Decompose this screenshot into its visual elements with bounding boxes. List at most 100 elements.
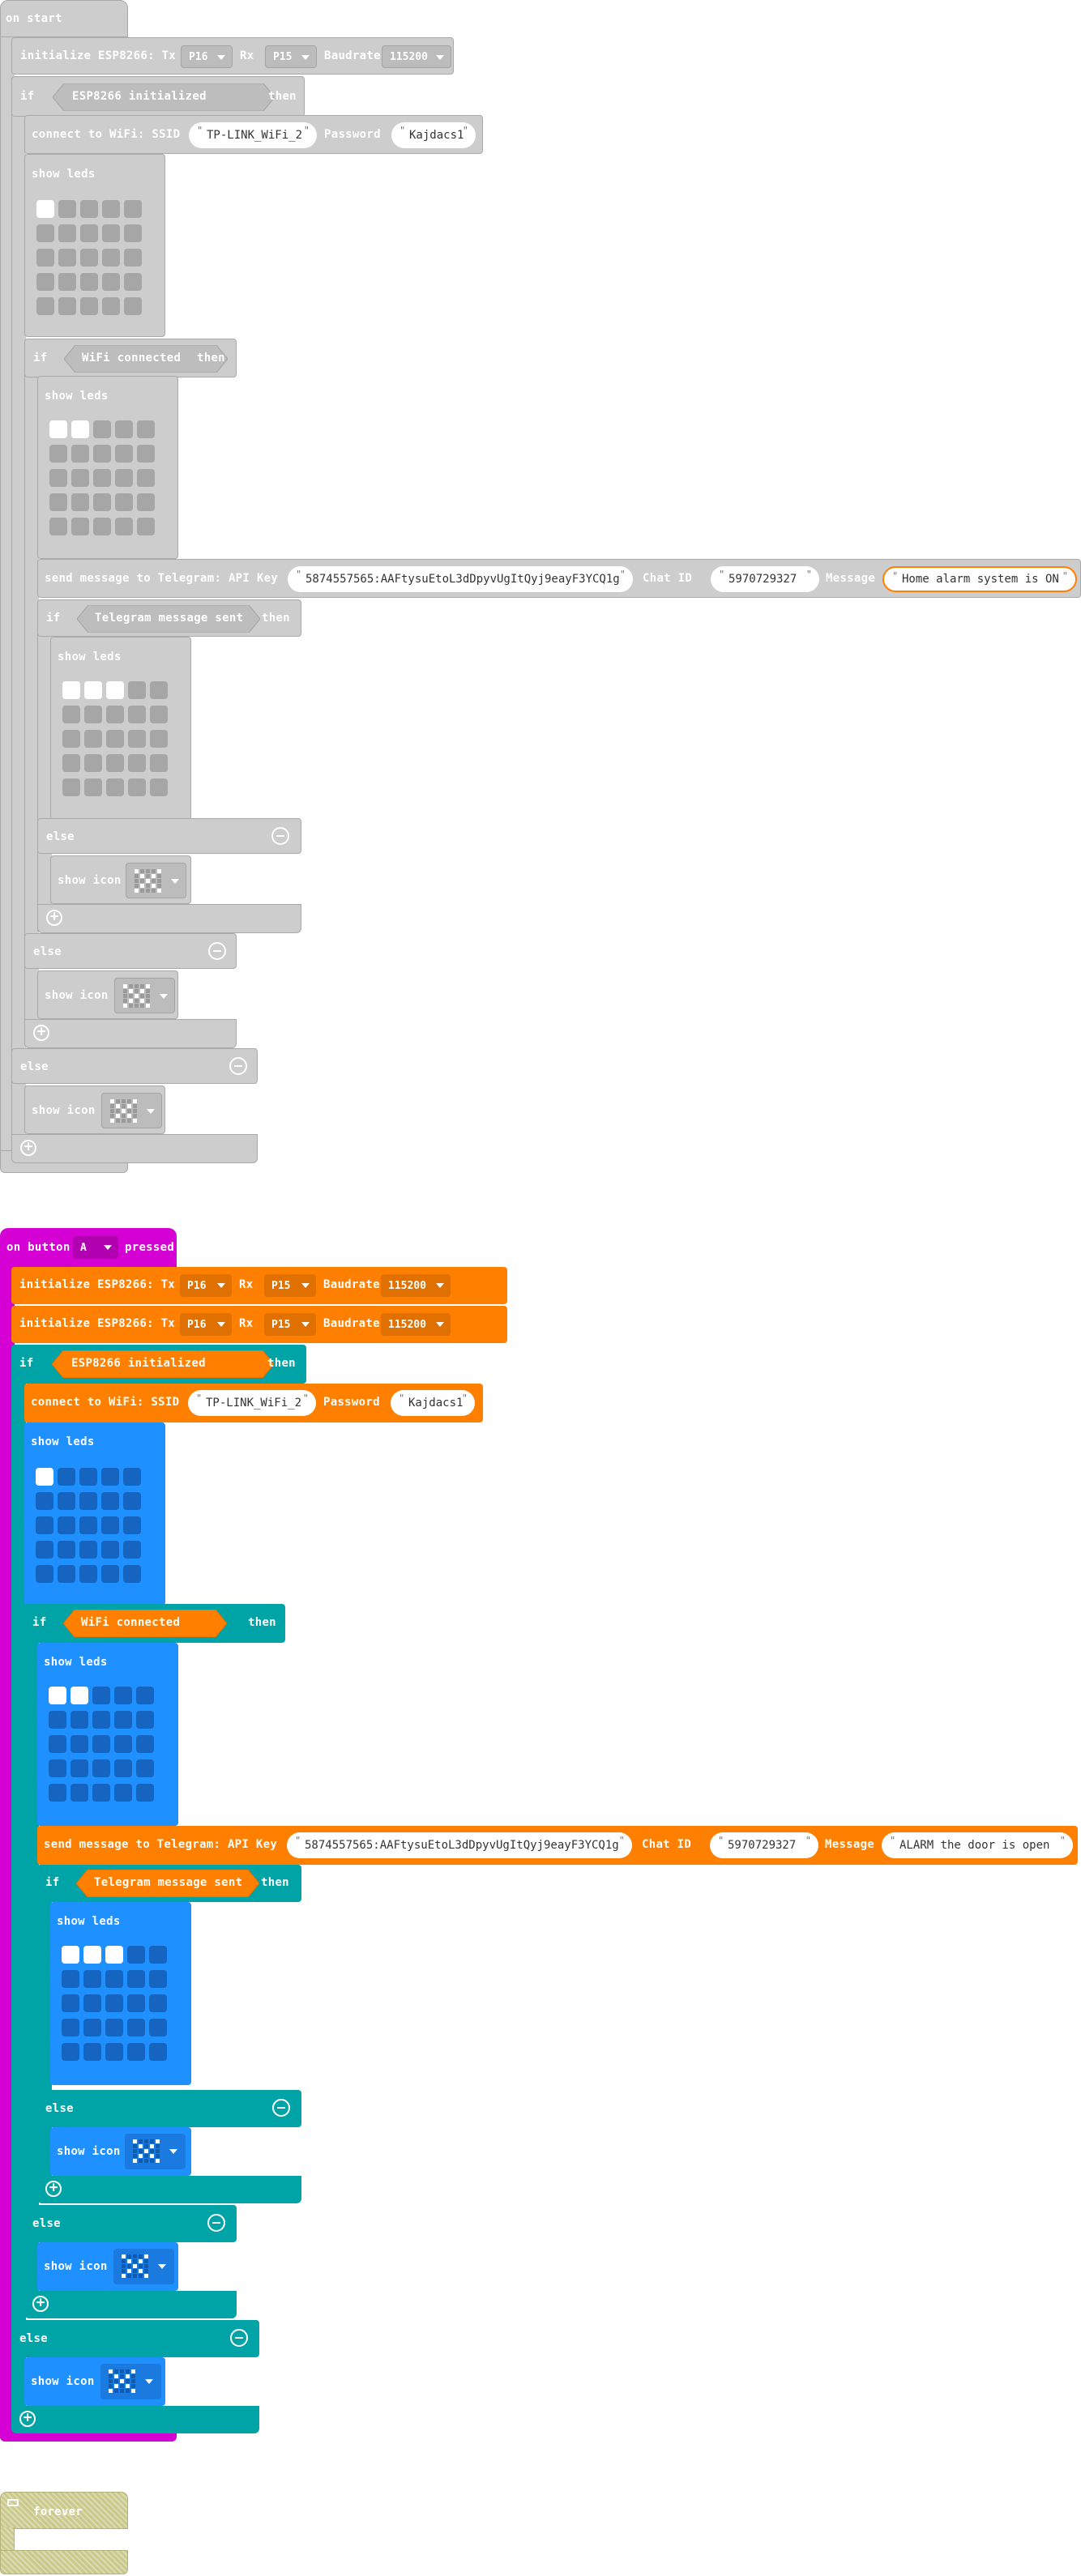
led-cell[interactable]	[62, 706, 80, 723]
led-cell[interactable]	[102, 200, 120, 218]
tx-dropdown[interactable]: P16	[180, 1313, 232, 1336]
led-cell[interactable]	[79, 1492, 97, 1510]
led-cell[interactable]	[114, 1735, 132, 1753]
plus-icon[interactable]: +	[33, 1025, 49, 1041]
message-input[interactable]: "ALARM the door is open"	[882, 1832, 1073, 1858]
led-cell[interactable]	[106, 730, 124, 748]
else-sent-header[interactable]: else	[37, 2090, 301, 2127]
plus-icon[interactable]: +	[46, 910, 62, 926]
led-cell[interactable]	[102, 224, 120, 242]
led-cell[interactable]	[93, 518, 111, 535]
if-init-header[interactable]: if ESP8266 initialized then	[11, 1345, 306, 1384]
led-cell[interactable]	[123, 1541, 141, 1559]
led-cell[interactable]	[114, 1759, 132, 1777]
led-cell[interactable]	[70, 1759, 88, 1777]
led-cell[interactable]	[124, 297, 142, 315]
led-cell[interactable]	[137, 445, 155, 463]
led-matrix[interactable]	[62, 1946, 169, 2067]
led-cell[interactable]	[149, 1970, 167, 1988]
led-cell[interactable]	[49, 1735, 66, 1753]
esp-initialized-condition[interactable]: ESP8266 initialized	[52, 1350, 274, 1378]
led-cell[interactable]	[150, 730, 168, 748]
init-block[interactable]: initialize ESP8266: Tx P16 Rx P15 Baudra…	[11, 1306, 507, 1343]
led-cell[interactable]	[58, 1565, 75, 1583]
led-cell[interactable]	[71, 469, 89, 487]
led-cell[interactable]	[36, 1541, 53, 1559]
led-cell[interactable]	[149, 2019, 167, 2036]
button-dropdown[interactable]: A	[73, 1236, 118, 1259]
led-cell[interactable]	[105, 2019, 123, 2036]
led-cell[interactable]	[106, 681, 124, 699]
message-input[interactable]: "Home alarm system is ON"	[882, 566, 1077, 592]
led-cell[interactable]	[36, 249, 54, 267]
led-cell[interactable]	[62, 681, 80, 699]
led-cell[interactable]	[79, 1516, 97, 1534]
led-matrix[interactable]	[36, 200, 144, 322]
led-cell[interactable]	[36, 1468, 53, 1486]
led-cell[interactable]	[92, 1687, 110, 1704]
led-cell[interactable]	[80, 200, 98, 218]
tx-dropdown[interactable]: P16	[181, 45, 233, 68]
rx-dropdown[interactable]: P15	[264, 1274, 316, 1297]
led-cell[interactable]	[71, 493, 89, 511]
if-sent-header[interactable]: if Telegram message sent then	[37, 599, 301, 637]
led-cell[interactable]	[62, 1994, 79, 2012]
led-cell[interactable]	[84, 706, 102, 723]
plus-icon[interactable]: +	[19, 2411, 36, 2427]
led-cell[interactable]	[84, 754, 102, 772]
led-cell[interactable]	[149, 1946, 167, 1964]
led-cell[interactable]	[49, 469, 67, 487]
baud-dropdown[interactable]: 115200	[381, 1274, 451, 1297]
show-icon-block[interactable]: show icon	[24, 2357, 165, 2406]
led-cell[interactable]	[93, 493, 111, 511]
led-cell[interactable]	[36, 224, 54, 242]
led-cell[interactable]	[106, 754, 124, 772]
led-cell[interactable]	[114, 1711, 132, 1729]
led-cell[interactable]	[80, 249, 98, 267]
led-cell[interactable]	[123, 1565, 141, 1583]
connect-wifi-block[interactable]: connect to WiFi: SSID "TP-LINK_WiFi_2" P…	[24, 115, 483, 154]
led-cell[interactable]	[58, 1541, 75, 1559]
led-cell[interactable]	[102, 249, 120, 267]
led-cell[interactable]	[70, 1687, 88, 1704]
led-cell[interactable]	[136, 1711, 154, 1729]
plus-icon[interactable]: +	[45, 2181, 62, 2197]
icon-picker[interactable]	[113, 2249, 174, 2284]
ssid-input[interactable]: "TP-LINK_WiFi_2"	[188, 1390, 316, 1416]
if-wifi-header[interactable]: if WiFi connected then	[24, 1604, 285, 1643]
show-leds-block[interactable]: show leds	[37, 1643, 178, 1826]
minus-icon[interactable]	[271, 827, 289, 845]
led-cell[interactable]	[124, 249, 142, 267]
led-cell[interactable]	[58, 249, 76, 267]
on-start-hat[interactable]: on start	[0, 0, 128, 37]
led-cell[interactable]	[105, 1946, 123, 1964]
led-cell[interactable]	[83, 1970, 101, 1988]
led-matrix[interactable]	[49, 1687, 156, 1808]
led-cell[interactable]	[36, 1565, 53, 1583]
plus-icon[interactable]: +	[32, 2296, 49, 2312]
connect-wifi-block[interactable]: connect to WiFi: SSID "TP-LINK_WiFi_2" P…	[24, 1384, 483, 1422]
led-cell[interactable]	[79, 1565, 97, 1583]
led-cell[interactable]	[105, 1970, 123, 1988]
led-cell[interactable]	[71, 420, 89, 438]
led-cell[interactable]	[62, 2043, 79, 2061]
minus-icon[interactable]	[272, 2099, 290, 2117]
led-cell[interactable]	[102, 273, 120, 291]
send-telegram-block[interactable]: send message to Telegram: API Key "58745…	[37, 559, 1081, 598]
led-cell[interactable]	[58, 200, 76, 218]
led-cell[interactable]	[115, 469, 133, 487]
led-cell[interactable]	[71, 518, 89, 535]
led-cell[interactable]	[128, 706, 146, 723]
show-icon-block[interactable]: show icon	[37, 970, 178, 1019]
led-cell[interactable]	[150, 754, 168, 772]
icon-picker[interactable]	[100, 2364, 161, 2399]
led-cell[interactable]	[101, 1468, 119, 1486]
if-wifi-header[interactable]: if WiFi connected then	[24, 339, 237, 377]
led-cell[interactable]	[106, 706, 124, 723]
led-cell[interactable]	[62, 1946, 79, 1964]
show-leds-block[interactable]: show leds	[50, 637, 191, 820]
telegram-sent-condition[interactable]: Telegram message sent	[76, 1870, 259, 1897]
if-sent-header[interactable]: if Telegram message sent then	[37, 1865, 301, 1902]
show-icon-block[interactable]: show icon	[37, 2242, 178, 2291]
led-cell[interactable]	[36, 1492, 53, 1510]
